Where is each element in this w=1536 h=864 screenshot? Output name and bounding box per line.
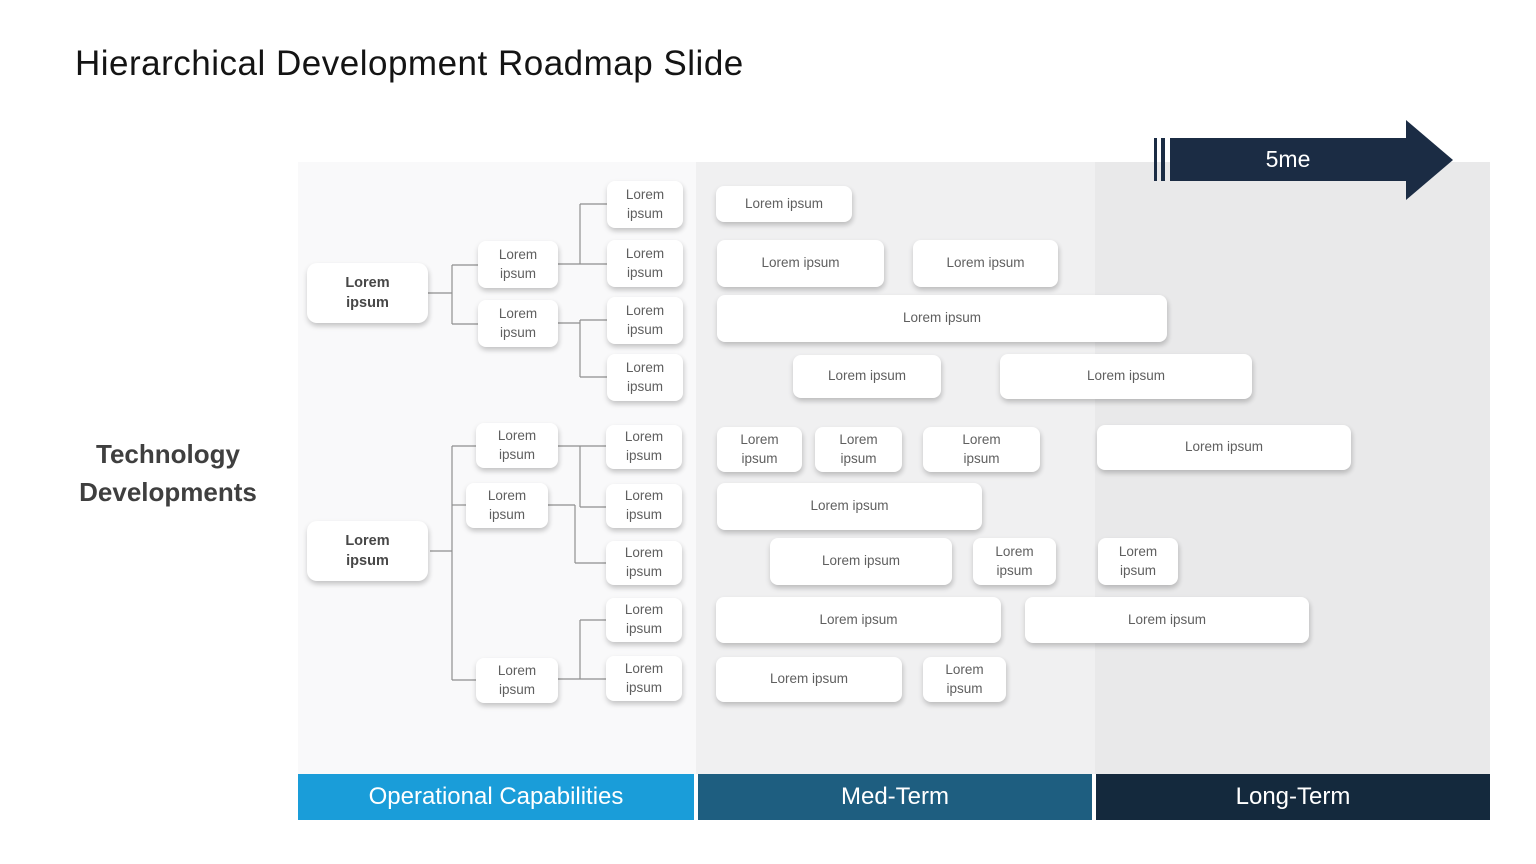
roadmap-box: Lorem ipsum [716,597,1001,643]
column-bar-label: Operational Capabilities [368,783,624,810]
tree2-child: Lorem ipsum [466,483,548,528]
timeline-arrow-head-icon [1406,120,1453,200]
side-label-line2: Developments [79,476,257,507]
roadmap-box: Lorem ipsum [1097,425,1351,470]
tree1-leaf: Lorem ipsum [607,354,683,401]
timeline-arrow-tick [1161,138,1165,181]
column-bar-operational-capabilities: Operational Capabilities [298,774,694,820]
roadmap-box: Lorem ipsum [717,427,802,472]
roadmap-box: Lorem ipsum [1000,354,1252,399]
tree2-leaf: Lorem ipsum [606,656,682,701]
roadmap-box: Lorem ipsum [1025,597,1309,643]
tree2-root: Lorem ipsum [307,521,428,581]
roadmap-box: Lorem ipsum [793,355,941,398]
column-bar-long-term: Long-Term [1096,774,1490,820]
roadmap-box: Lorem ipsum [717,483,982,530]
tree1-leaf: Lorem ipsum [607,181,683,228]
tree1-leaf: Lorem ipsum [607,240,683,287]
side-label-line1: Technology [96,439,240,469]
timeline-arrow-tick [1154,138,1157,181]
axis-label-technology-developments: Technology Developments [40,436,296,511]
tree2-leaf: Lorem ipsum [606,598,682,642]
roadmap-box: Lorem ipsum [913,240,1058,287]
tree2-child: Lorem ipsum [476,658,558,703]
column-bar-med-term: Med-Term [698,774,1092,820]
roadmap-box: Lorem ipsum [815,427,902,472]
roadmap-box: Lorem ipsum [716,186,852,222]
timeline-arrow-label: 5me [1265,146,1311,172]
column-bar-label: Med-Term [840,783,949,810]
roadmap-box: Lorem ipsum [770,538,952,585]
roadmap-box: Lorem ipsum [717,295,1167,342]
tree2-leaf: Lorem ipsum [606,541,682,585]
tree1-leaf: Lorem ipsum [607,297,683,344]
tree2-leaf: Lorem ipsum [606,425,682,469]
roadmap-box: Lorem ipsum [716,657,902,702]
tree1-child: Lorem ipsum [478,241,558,288]
tree1-root: Lorem ipsum [307,263,428,323]
tree2-leaf: Lorem ipsum [606,484,682,528]
tree1-child: Lorem ipsum [478,300,558,347]
roadmap-box: Lorem ipsum [923,657,1006,702]
roadmap-box: Lorem ipsum [973,538,1056,585]
roadmap-box: Lorem ipsum [717,240,884,287]
page-title: Hierarchical Development Roadmap Slide [75,44,744,83]
roadmap-box: Lorem ipsum [1098,538,1178,585]
timeline-arrow: 5me [1170,138,1406,181]
column-bar-label: Long-Term [1235,783,1351,810]
roadmap-box: Lorem ipsum [923,427,1040,472]
tree2-child: Lorem ipsum [476,423,558,468]
